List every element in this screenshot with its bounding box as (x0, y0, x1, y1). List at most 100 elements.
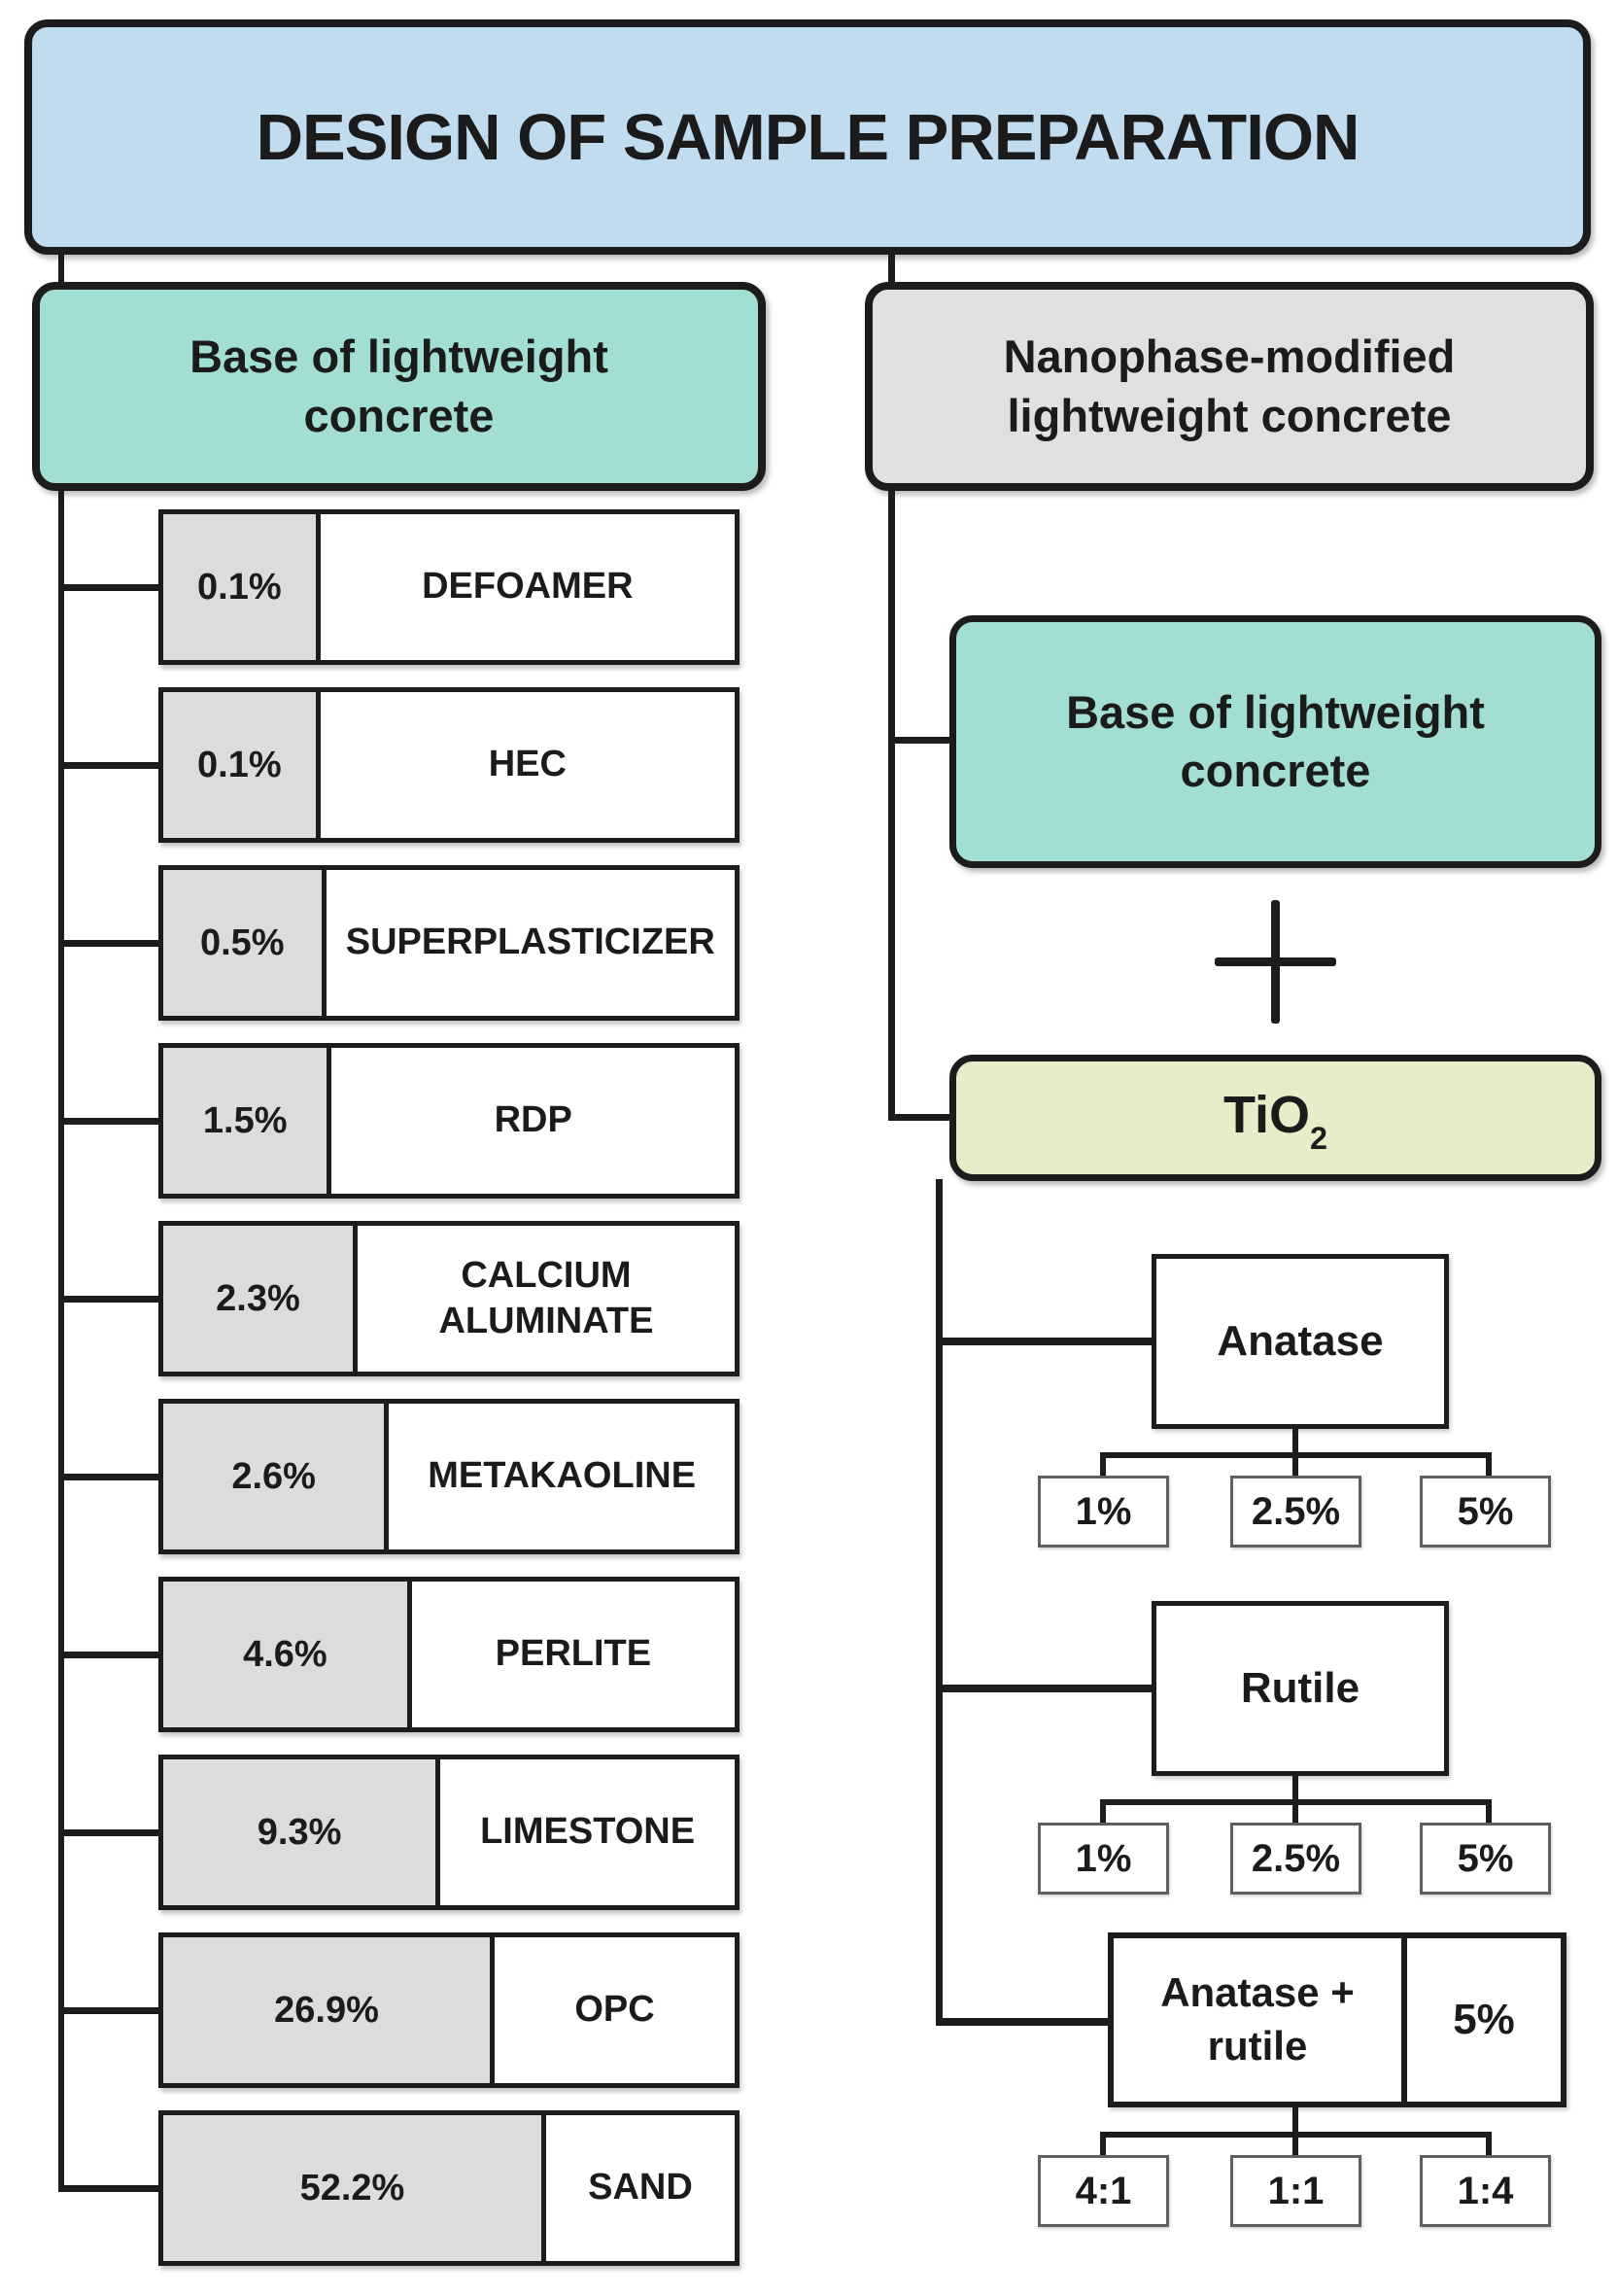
ingredient-bar: 52.2% (163, 2115, 546, 2261)
rutile-tree-bar (1100, 1799, 1492, 1805)
connector-row-limestone (58, 1829, 158, 1836)
anatase-rutile-dose: 5% (1453, 1996, 1515, 2043)
ingredient-name: PERLITE (495, 1633, 652, 1675)
page-title: DESIGN OF SAMPLE PREPARATION (256, 100, 1360, 174)
ingredient-name: METAKAOLINE (428, 1455, 697, 1497)
anatase-box: Anatase (1152, 1254, 1449, 1429)
ingredient-bar: 0.5% (163, 870, 327, 1016)
ingredient-bar: 4.6% (163, 1582, 412, 1727)
ingredient-row-metakaoline: 2.6% METAKAOLINE (158, 1399, 740, 1554)
ingredient-pct: 9.3% (257, 1811, 342, 1853)
rutile-dose-label: 1% (1075, 1836, 1132, 1880)
ingredient-name: RDP (494, 1099, 572, 1141)
anatase-dose-label: 2.5% (1251, 1489, 1341, 1533)
rutile-label: Rutile (1240, 1664, 1360, 1712)
ingredient-name: SAND (588, 2167, 693, 2209)
ingredient-pct: 26.9% (274, 1989, 379, 2031)
anatase-dose-box: 1% (1038, 1476, 1169, 1548)
ingredient-pct: 1.5% (202, 1099, 288, 1141)
ingredient-row-perlite: 4.6% PERLITE (158, 1577, 740, 1732)
anatase-tree-drop-right (1486, 1452, 1492, 1481)
connector-row-hec (58, 762, 158, 769)
connector-anatase (936, 1338, 1152, 1345)
left-trunk-line (58, 489, 64, 2191)
anatase-rutile-box: Anatase + rutile 5% (1108, 1932, 1566, 2107)
ingredient-bar: 9.3% (163, 1759, 441, 1905)
mix-ratio-box: 1:4 (1420, 2155, 1551, 2227)
ingredient-pct: 2.3% (216, 1277, 300, 1319)
tio2-formula: TiO2 (1222, 1085, 1328, 1157)
connector-base-right (888, 737, 949, 744)
ingredient-pct: 0.1% (197, 566, 282, 608)
ingredient-bar: 0.1% (163, 514, 321, 660)
ingredient-row-superplasticizer: 0.5% SUPERPLASTICIZER (158, 865, 740, 1021)
ingredient-pct: 0.1% (197, 744, 282, 785)
mix-tree-drop-left (1100, 2132, 1106, 2161)
mix-ratio-label: 1:4 (1457, 2169, 1514, 2212)
rutile-dose-box: 2.5% (1230, 1823, 1361, 1895)
tio2-box: TiO2 (949, 1055, 1601, 1181)
ingredient-bar: 2.6% (163, 1404, 390, 1549)
right-branch-header: Nanophase-modified lightweight concrete (865, 282, 1594, 491)
connector-row-rdp (58, 1118, 158, 1125)
connector-rutile (936, 1685, 1152, 1692)
left-branch-header: Base of lightweight concrete (32, 282, 766, 491)
plus-icon-horizontal (1215, 957, 1336, 966)
rutile-dose-box: 5% (1420, 1823, 1551, 1895)
ingredient-row-rdp: 1.5% RDP (158, 1043, 740, 1199)
anatase-dose-label: 1% (1075, 1489, 1132, 1533)
ingredient-pct: 0.5% (199, 922, 285, 963)
ingredient-bar: 1.5% (163, 1048, 332, 1194)
right-branch-header-label: Nanophase-modified lightweight concrete (1003, 330, 1456, 441)
ingredient-row-hec: 0.1% HEC (158, 687, 740, 843)
connector-row-defoamer (58, 584, 158, 591)
mix-tree-bar (1100, 2132, 1492, 2138)
left-branch-header-label: Base of lightweight concrete (189, 330, 608, 441)
rutile-dose-label: 5% (1457, 1836, 1514, 1880)
mix-ratio-box: 4:1 (1038, 2155, 1169, 2227)
right-trunk-upper-line (888, 489, 895, 1121)
mix-ratio-box: 1:1 (1230, 2155, 1361, 2227)
rutile-box: Rutile (1152, 1601, 1449, 1776)
anatase-label: Anatase (1217, 1317, 1384, 1365)
ingredient-row-opc: 26.9% OPC (158, 1932, 740, 2088)
rutile-dose-box: 1% (1038, 1823, 1169, 1895)
right-trunk-lower-line (936, 1179, 943, 2026)
ingredient-row-defoamer: 0.1% DEFOAMER (158, 509, 740, 665)
anatase-dose-label: 5% (1457, 1489, 1514, 1533)
ingredient-bar: 26.9% (163, 1937, 496, 2083)
rutile-tree-drop-right (1486, 1799, 1492, 1828)
rutile-dose-label: 2.5% (1251, 1836, 1341, 1880)
rutile-tree-drop-left (1100, 1799, 1106, 1828)
connector-mix-elbow (936, 2018, 1108, 2026)
title-box: DESIGN OF SAMPLE PREPARATION (24, 19, 1591, 255)
connector-tio2-elbow (888, 1114, 949, 1121)
ingredient-bar: 0.1% (163, 692, 321, 838)
connector-row-metakaoline (58, 1474, 158, 1480)
connector-row-superplasticizer (58, 940, 158, 947)
ingredient-row-calcium-aluminate: 2.3% CALCIUM ALUMINATE (158, 1221, 740, 1376)
base-concrete-box-right: Base of lightweight concrete (949, 615, 1601, 868)
connector-title-left (58, 251, 64, 286)
mix-tree-drop-right (1486, 2132, 1492, 2161)
connector-row-opc (58, 2007, 158, 2014)
tio2-subscript: 2 (1310, 1121, 1328, 1157)
anatase-tree-bar (1100, 1452, 1492, 1458)
mix-ratio-label: 1:1 (1267, 2169, 1325, 2212)
anatase-dose-box: 2.5% (1230, 1476, 1361, 1548)
ingredient-pct: 2.6% (231, 1455, 316, 1497)
connector-row-sand (58, 2185, 158, 2192)
ingredient-pct: 52.2% (299, 2167, 405, 2209)
mix-ratio-label: 4:1 (1075, 2169, 1132, 2212)
ingredient-name: DEFOAMER (422, 566, 634, 608)
ingredient-pct: 4.6% (243, 1633, 327, 1675)
connector-row-perlite (58, 1652, 158, 1658)
ingredient-name: SUPERPLASTICIZER (345, 922, 715, 963)
connector-title-right (888, 251, 895, 286)
anatase-dose-box: 5% (1420, 1476, 1551, 1548)
ingredient-name: LIMESTONE (480, 1811, 696, 1853)
ingredient-name: CALCIUM ALUMINATE (438, 1254, 654, 1342)
ingredient-row-sand: 52.2% SAND (158, 2110, 740, 2266)
ingredient-bar: 2.3% (163, 1226, 358, 1372)
